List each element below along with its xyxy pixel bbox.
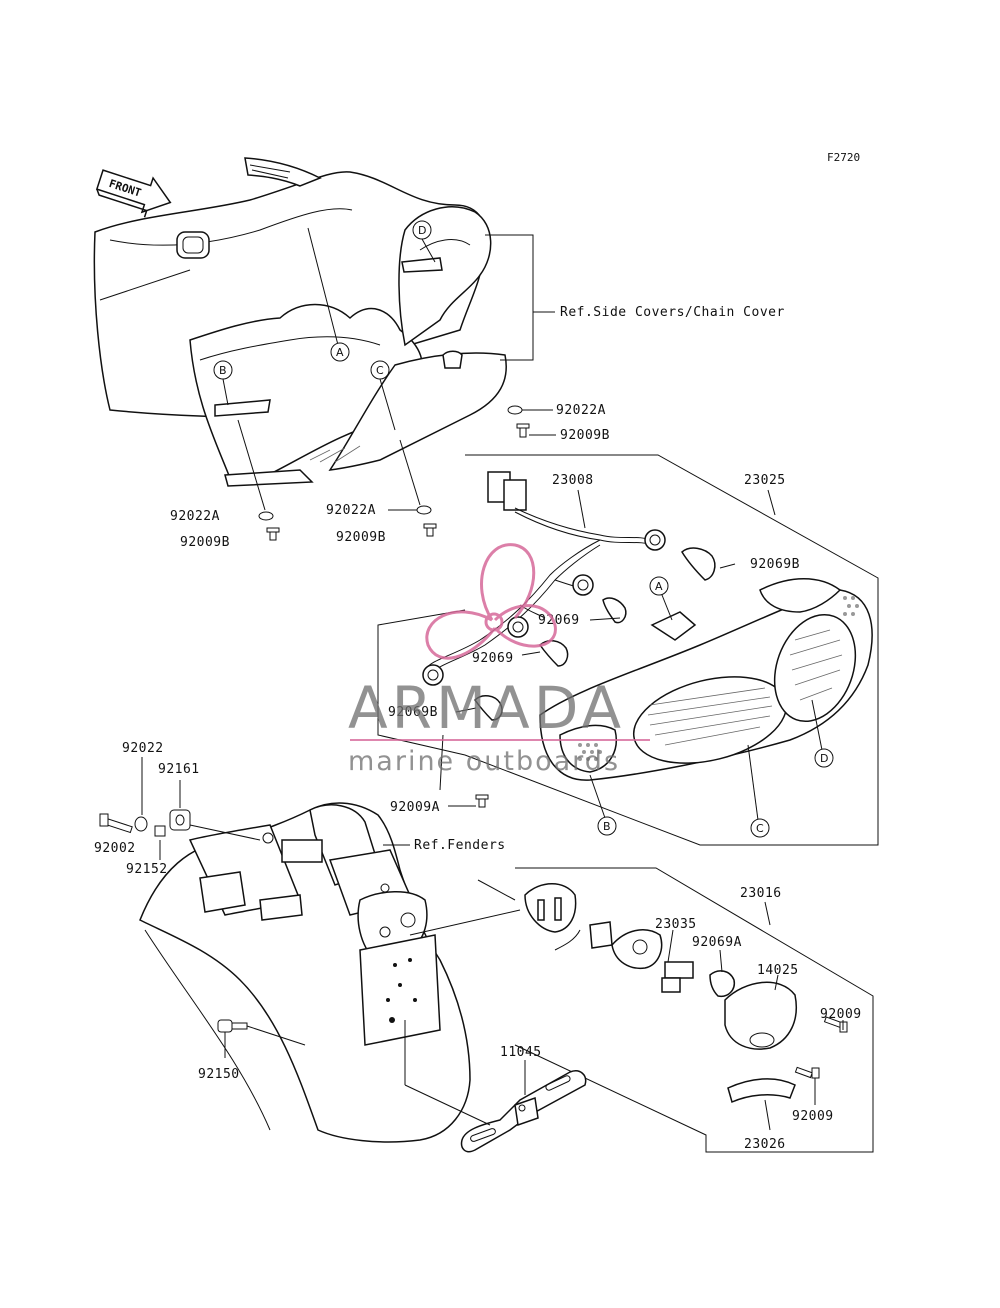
callout-c-lamp: C xyxy=(747,744,770,838)
svg-text:92022A: 92022A xyxy=(326,503,376,518)
svg-text:92009B: 92009B xyxy=(180,535,230,550)
license-light-group-box xyxy=(514,867,874,1153)
label-14025: 14025 xyxy=(757,963,799,978)
svg-text:D: D xyxy=(418,224,426,237)
svg-text:11045: 11045 xyxy=(500,1045,542,1060)
svg-text:92022A: 92022A xyxy=(556,403,606,418)
callout-d-lamp: D xyxy=(811,699,834,768)
grommet-bolt-set: 92002 92022 92152 92161 xyxy=(94,741,261,877)
svg-text:92150: 92150 xyxy=(198,1067,240,1082)
figure-id: F2720 xyxy=(827,151,860,164)
watermark-brand: ARMADA xyxy=(348,674,625,742)
label-92069a: 92069A xyxy=(692,935,742,950)
svg-text:C: C xyxy=(376,364,384,377)
label-23035: 23035 xyxy=(655,917,697,932)
seat-cowl-assembly xyxy=(93,157,507,487)
bulb-sockets xyxy=(422,529,666,686)
label-92069b-top: 92069B xyxy=(750,557,800,572)
license-lamp-parts xyxy=(524,883,848,1104)
bulbs xyxy=(474,547,716,721)
label-92009-upper: 92009 xyxy=(820,1007,862,1022)
svg-text:92022A: 92022A xyxy=(170,509,220,524)
screw-92009a: 92009A xyxy=(390,734,489,815)
svg-text:92009B: 92009B xyxy=(560,428,610,443)
bolt-92150: 92150 xyxy=(198,1019,306,1082)
svg-text:92022: 92022 xyxy=(122,741,164,756)
callout-d-top: D xyxy=(412,220,436,263)
ref-fenders-label: Ref.Fenders xyxy=(414,838,506,853)
svg-text:B: B xyxy=(603,820,611,833)
propeller-logo-icon xyxy=(425,543,557,660)
svg-text:92009A: 92009A xyxy=(390,800,440,815)
svg-text:92161: 92161 xyxy=(158,762,200,777)
front-arrow-icon: FRONT xyxy=(95,169,172,218)
tail-lamp-housing xyxy=(539,578,873,781)
ref-side-covers-label: Ref.Side Covers/Chain Cover xyxy=(560,305,785,320)
label-92069-a: 92069 xyxy=(538,613,580,628)
reflector-dots xyxy=(578,596,859,761)
rear-fender xyxy=(139,802,471,1143)
svg-text:D: D xyxy=(820,752,828,765)
label-92069b-lower: 92069B xyxy=(388,705,438,720)
label-23026: 23026 xyxy=(744,1137,786,1152)
label-92069-b: 92069 xyxy=(472,651,514,666)
callout-b-top: B xyxy=(213,360,233,406)
callout-b-lamp: B xyxy=(589,774,617,836)
label-23025: 23025 xyxy=(744,473,786,488)
washer-bolt-right: 92022A 92009B xyxy=(507,403,610,443)
label-92009-lower: 92009 xyxy=(792,1109,834,1124)
tail-light-group-box xyxy=(377,454,879,846)
svg-text:B: B xyxy=(219,364,227,377)
svg-text:C: C xyxy=(756,822,764,835)
callout-a-top: A xyxy=(307,227,350,362)
washer-bolt-left: 92022A 92009B xyxy=(170,419,280,550)
svg-text:92009B: 92009B xyxy=(336,530,386,545)
armada-watermark: ARMADA marine outboards xyxy=(348,543,650,777)
callout-c-top: C xyxy=(370,360,396,431)
watermark-tagline: marine outboards xyxy=(348,746,620,777)
svg-text:A: A xyxy=(336,346,344,359)
svg-text:A: A xyxy=(655,580,663,593)
callout-a-lamp: A xyxy=(649,576,673,621)
label-23016: 23016 xyxy=(740,886,782,901)
svg-text:92002: 92002 xyxy=(94,841,136,856)
label-23008: 23008 xyxy=(552,473,594,488)
license-plate-bracket: 11045 xyxy=(404,1020,587,1153)
washer-bolt-center: 92022A 92009B xyxy=(326,439,437,545)
svg-text:92152: 92152 xyxy=(126,862,168,877)
